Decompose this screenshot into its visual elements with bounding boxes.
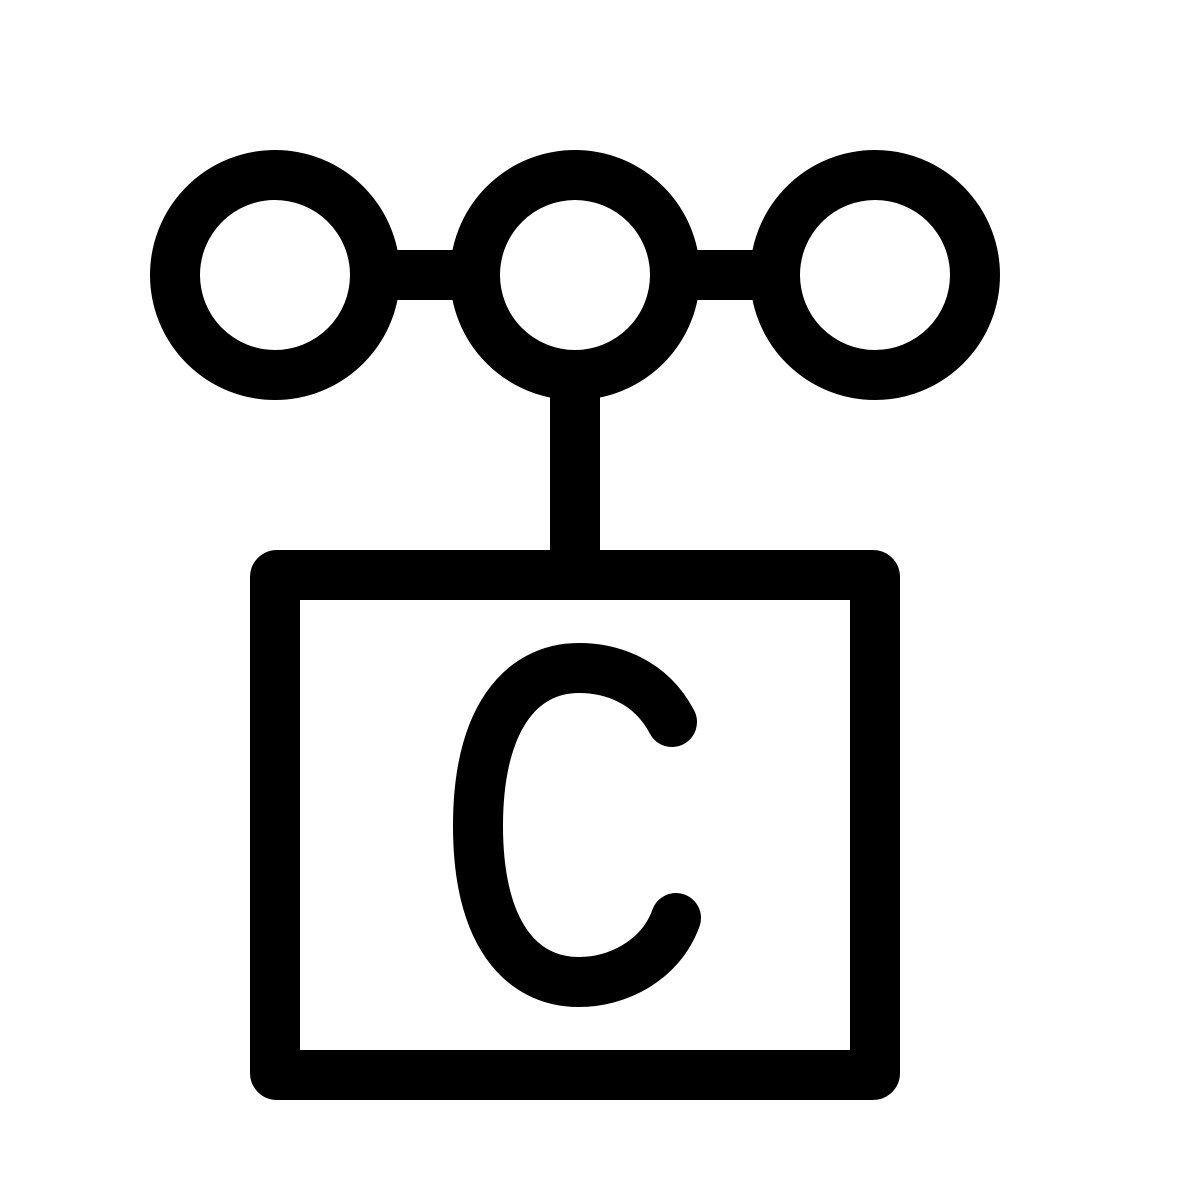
box-letter-label: C [578,826,579,828]
center-node-circle [450,150,700,400]
c-box [250,550,900,1100]
c-letter-shape [453,643,701,1007]
right-node-circle [750,150,1000,400]
left-node-circle [150,150,400,400]
